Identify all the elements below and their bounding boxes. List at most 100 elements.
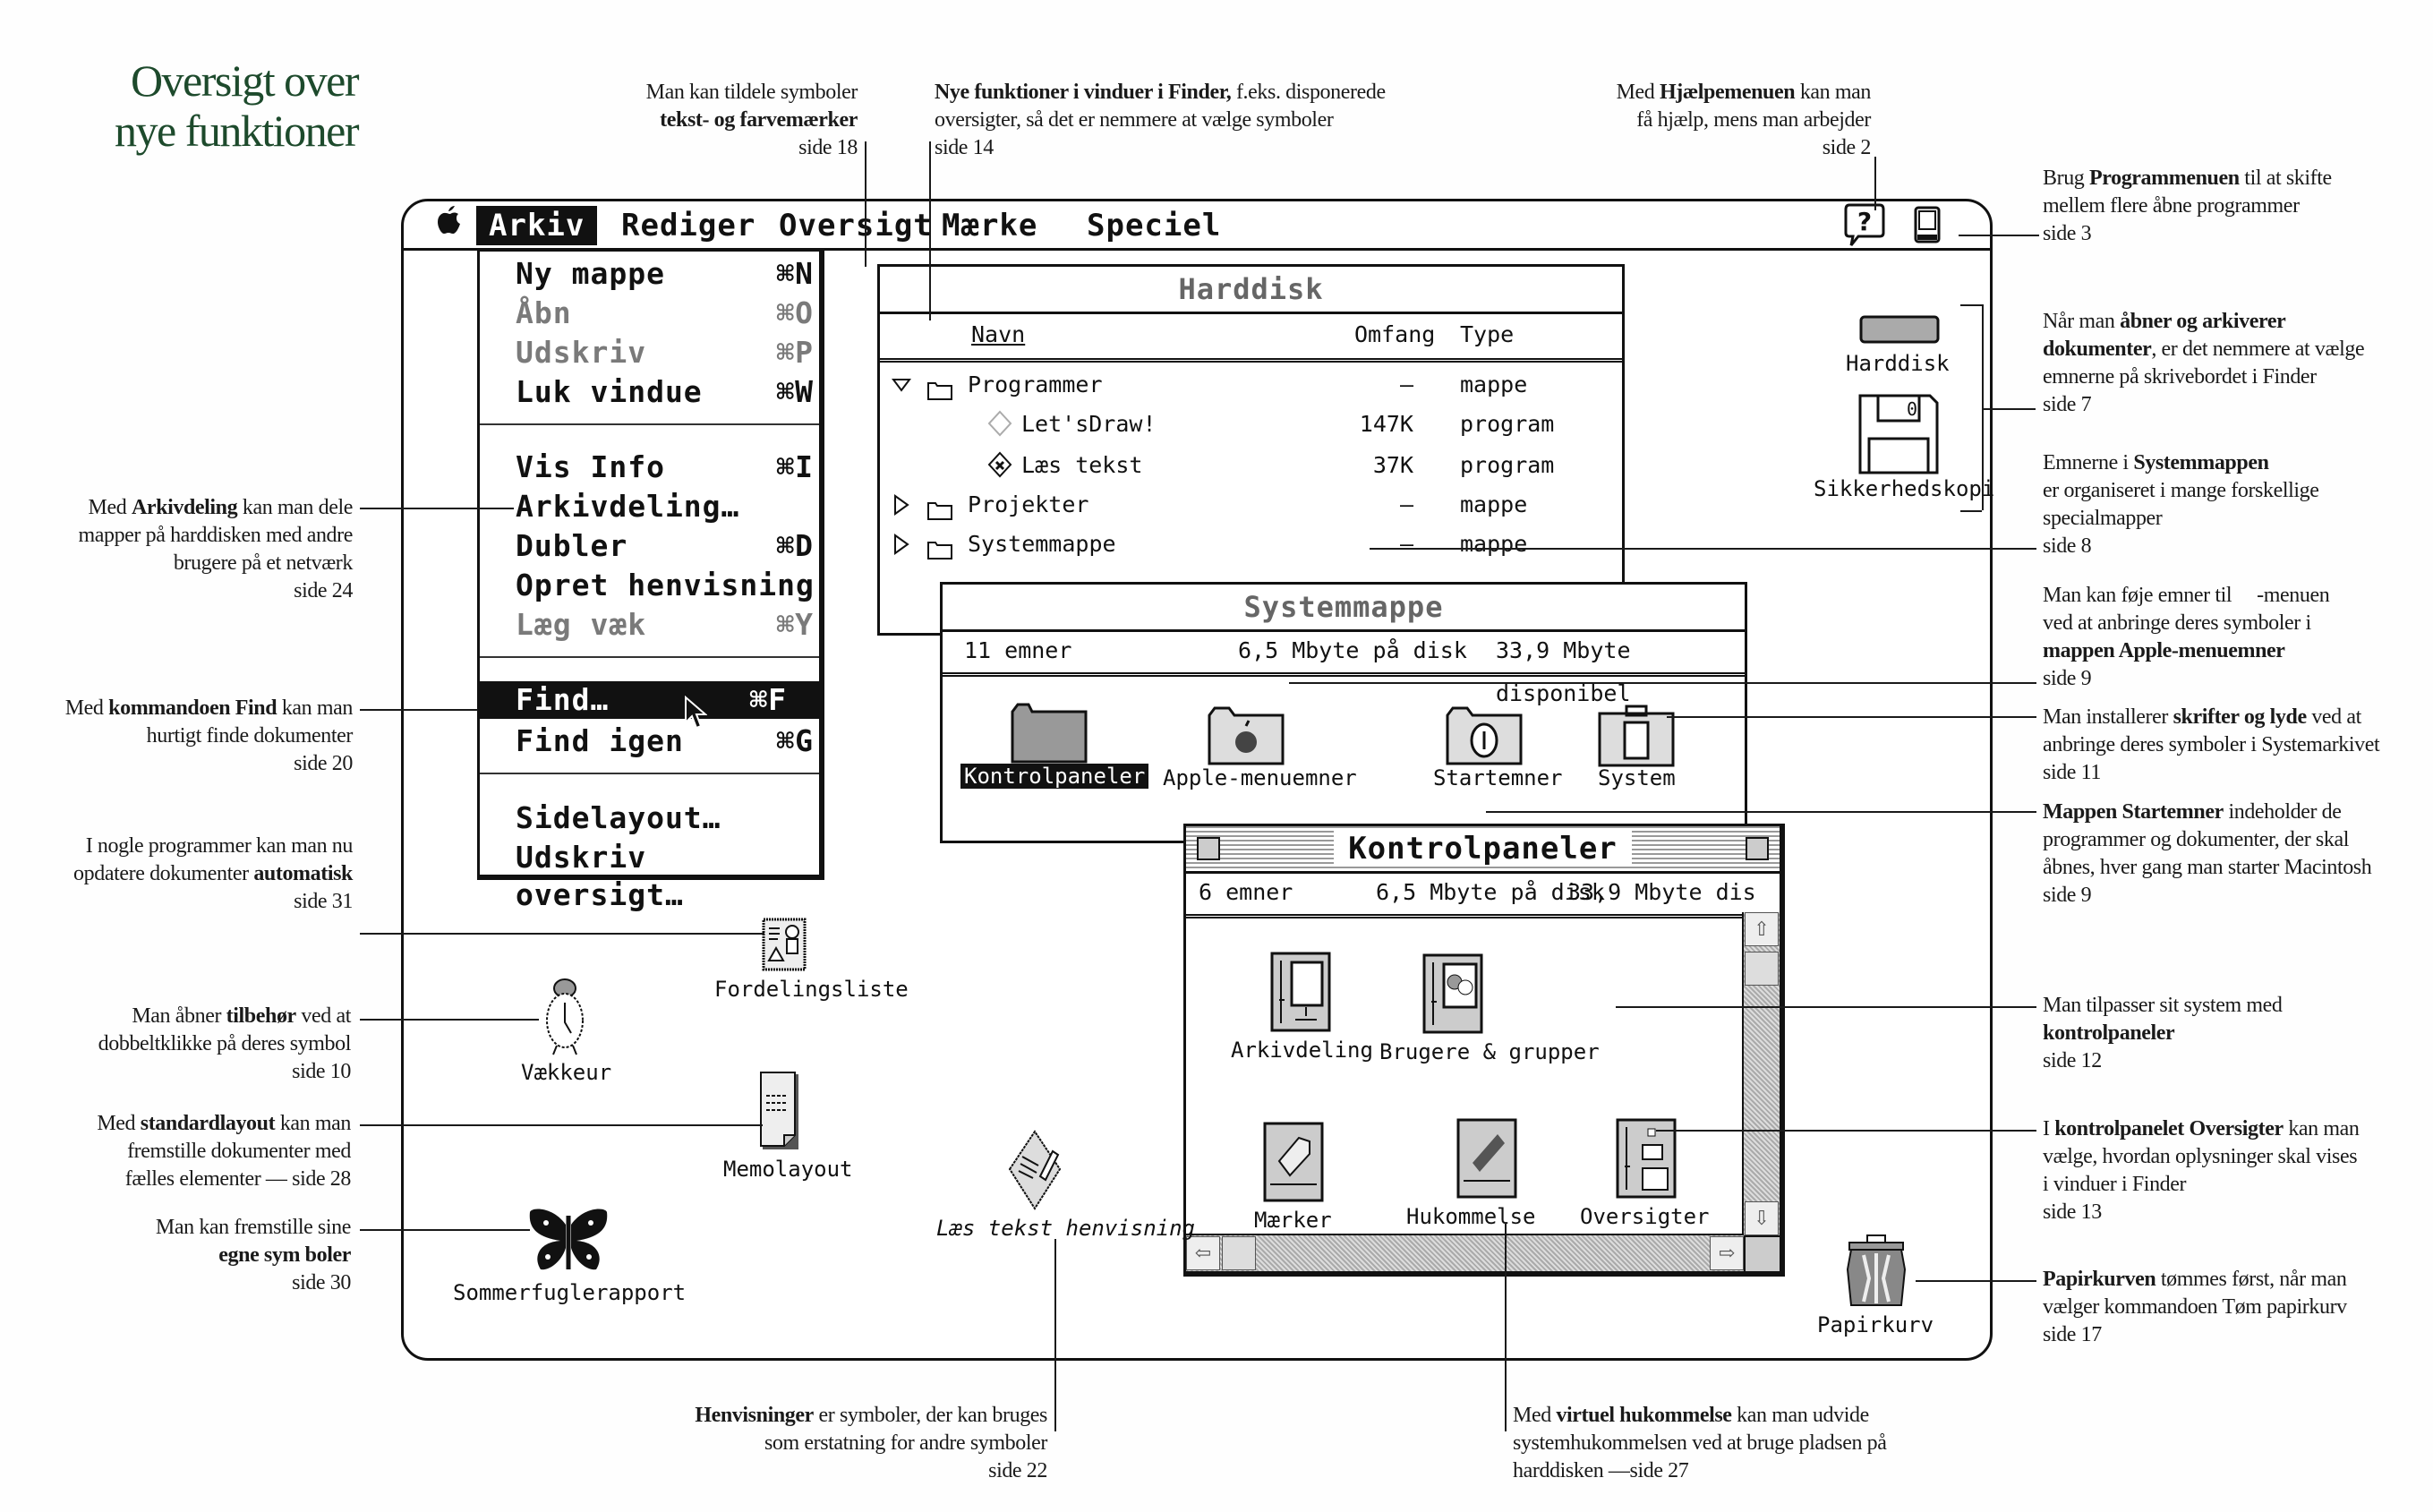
leader-line: [1656, 1130, 2036, 1132]
row-size: –: [1399, 372, 1413, 397]
annotation-text: dobbeltklikke på deres symbol: [98, 1032, 352, 1055]
icon-startemner[interactable]: Startemner: [1390, 701, 1569, 790]
menu-item-arkivdeling[interactable]: Arkivdeling…: [516, 489, 740, 524]
annotation-text: Brug: [2043, 167, 2085, 190]
icon-label: Apple-menuemner: [1163, 765, 1357, 790]
icon-kontrolpaneler[interactable]: Kontrolpaneler: [960, 701, 1149, 790]
annotation-trash: Papirkurven tømmes først, når man vælger…: [2043, 1266, 2428, 1349]
icon-label: Papirkurv: [1817, 1312, 1934, 1337]
menu-maerke[interactable]: Mærke: [942, 208, 1038, 243]
leader-line: [1960, 510, 1982, 512]
leader-line: [360, 508, 514, 509]
disk-free: 33,9 Mbyte disponibel: [1496, 637, 1631, 706]
zoom-box-icon[interactable]: [1746, 837, 1769, 860]
vertical-scrollbar[interactable]: ⇧ ⇩: [1742, 912, 1780, 1235]
folder-icon: [926, 534, 953, 573]
annotation-page: side 30: [292, 1271, 351, 1294]
window-title-bar[interactable]: Harddisk: [880, 267, 1622, 314]
leader-line: [1289, 682, 2036, 684]
desktop-icon-laes-tekst-henvisning[interactable]: Læs tekst henvisning: [931, 1130, 1195, 1246]
scroll-thumb[interactable]: [1745, 952, 1779, 986]
menu-item-dubler[interactable]: Dubler⌘D: [516, 528, 814, 563]
menu-item-luk-vindue[interactable]: Luk vindue⌘W: [516, 374, 814, 409]
menu-item-udskriv[interactable]: Udskriv⌘P: [516, 335, 814, 370]
annotation-page: side 24: [294, 579, 353, 602]
disclosure-triangle-collapsed-icon[interactable]: [892, 485, 910, 537]
list-row[interactable]: Programmer – mappe: [880, 365, 1622, 405]
systemmappe-window: Systemmappe 11 emner 6,5 Mbyte på disk 3…: [940, 582, 1747, 843]
annotation-text: åbnes, hver gang man starter Macintosh: [2043, 856, 2372, 879]
menu-item-udskriv-oversigt[interactable]: Udskriv oversigt…: [516, 840, 684, 912]
annotation-page: side 9: [2043, 884, 2092, 907]
desktop-icon-sikkerhedskopi[interactable]: 0 Sikkerhedskopi: [1808, 394, 1994, 510]
scroll-right-arrow-icon[interactable]: ⇨: [1710, 1236, 1744, 1270]
annotation-text: er organiseret i mange forskellige: [2043, 479, 2319, 502]
icon-label: System: [1598, 765, 1676, 790]
menu-arkiv[interactable]: Arkiv: [476, 206, 598, 245]
list-row[interactable]: Projekter – mappe: [880, 485, 1622, 525]
menu-item-opret-henvisning[interactable]: Opret henvisning: [516, 568, 815, 602]
list-body: Programmer – mappe Let'sDraw! 147K progr…: [880, 365, 1622, 633]
desktop-icon-harddisk[interactable]: Harddisk: [1835, 304, 1960, 385]
annotation-text: opdatere dokumenter: [73, 862, 249, 885]
icon-label: Sommerfuglerapport: [453, 1280, 687, 1305]
cp-oversigter[interactable]: Oversigter: [1580, 1118, 1732, 1234]
scroll-down-arrow-icon[interactable]: ⇩: [1745, 1201, 1779, 1235]
close-box-icon[interactable]: [1197, 837, 1220, 860]
menu-rediger[interactable]: Rediger: [621, 208, 756, 243]
cp-brugere-grupper[interactable]: Brugere & grupper: [1379, 953, 1600, 1070]
desktop-icon-sommerfuglerapport[interactable]: Sommerfuglerapport: [448, 1207, 689, 1314]
size-box-icon[interactable]: [1744, 1235, 1780, 1271]
desktop-icon-vaekkeur[interactable]: Vækkeur: [501, 976, 645, 1092]
title-line-1: Oversigt over: [130, 56, 360, 106]
disclosure-triangle-collapsed-icon[interactable]: [892, 525, 910, 577]
scroll-up-arrow-icon[interactable]: ⇧: [1745, 912, 1779, 946]
cp-maerker[interactable]: Mærker: [1240, 1122, 1356, 1238]
menu-item-vis-info[interactable]: Vis Info⌘I: [516, 449, 814, 484]
menu-speciel[interactable]: Speciel: [1087, 208, 1222, 243]
menu-item-ny-mappe[interactable]: Ny mappe⌘N: [516, 256, 814, 291]
menu-item-abn[interactable]: Åbn⌘O: [516, 295, 814, 330]
annotation-bold: virtuel hukommelse: [1556, 1404, 1732, 1427]
list-row[interactable]: Systemmappe – mappe: [880, 525, 1622, 564]
menu-oversigt[interactable]: Oversigt: [779, 208, 933, 243]
annotation-open-save: Når man åbner og arkiverer dokumenter, e…: [2043, 308, 2428, 419]
control-panels-folder-icon: [1009, 701, 1089, 768]
menu-item-find-igen[interactable]: Find igen⌘G: [516, 723, 814, 758]
annotation-text: Med: [64, 696, 104, 720]
leader-line: [1486, 811, 2036, 813]
annotation-text: Man kan tildele symboler: [645, 81, 858, 104]
alias-document-icon: [1008, 1130, 1062, 1215]
row-type: program: [1460, 411, 1555, 437]
annotation-auto-update: I nogle programmer kan man nu opdatere d…: [18, 833, 353, 916]
list-row[interactable]: Let'sDraw! 147K program: [880, 405, 1622, 444]
icon-apple-menuemner[interactable]: Apple-menuemner: [1163, 701, 1360, 790]
apple-menu-icon[interactable]: [437, 204, 464, 245]
help-menu-icon[interactable]: ?: [1844, 202, 1885, 252]
annotation-text: kan man udvide: [1737, 1404, 1869, 1427]
cp-arkivdeling[interactable]: Arkivdeling: [1231, 952, 1383, 1068]
desktop-icon-fordelingsliste[interactable]: Fordelingsliste: [698, 918, 909, 1007]
menu-item-laeg-vaek[interactable]: Læg væk⌘Y: [516, 607, 814, 642]
annotation-text: brugere på et netværk: [173, 551, 354, 575]
window-title-bar[interactable]: Kontrolpaneler: [1186, 826, 1780, 874]
disclosure-triangle-expanded-icon[interactable]: [891, 365, 912, 417]
desktop-icon-memolayout[interactable]: Memolayout: [707, 1071, 868, 1187]
window-title-bar[interactable]: Systemmappe: [943, 585, 1745, 632]
column-header-type[interactable]: Type: [1460, 321, 1515, 347]
application-menu-icon[interactable]: [1914, 206, 1941, 248]
scroll-left-arrow-icon[interactable]: ⇦: [1186, 1236, 1220, 1270]
menu-item-sidelayout[interactable]: Sidelayout…: [516, 800, 721, 835]
annotation-labels: Man kan tildele symboler tekst- og farve…: [537, 79, 858, 162]
cp-hukommelse[interactable]: Hukommelse: [1401, 1118, 1571, 1234]
menu-item-find[interactable]: Find…⌘F: [480, 681, 819, 719]
scroll-thumb[interactable]: [1222, 1236, 1256, 1270]
horizontal-scrollbar[interactable]: ⇦ ⇨: [1186, 1234, 1744, 1271]
list-row[interactable]: Læs tekst 37K program: [880, 446, 1622, 485]
column-header-navn[interactable]: Navn: [971, 321, 1026, 347]
desktop-icon-papirkurv[interactable]: Papirkurv: [1808, 1234, 1942, 1341]
icon-system[interactable]: System: [1569, 701, 1712, 790]
stationery-icon: [759, 1071, 800, 1156]
row-type: mappe: [1460, 531, 1528, 557]
column-header-omfang[interactable]: Omfang: [1354, 321, 1436, 347]
